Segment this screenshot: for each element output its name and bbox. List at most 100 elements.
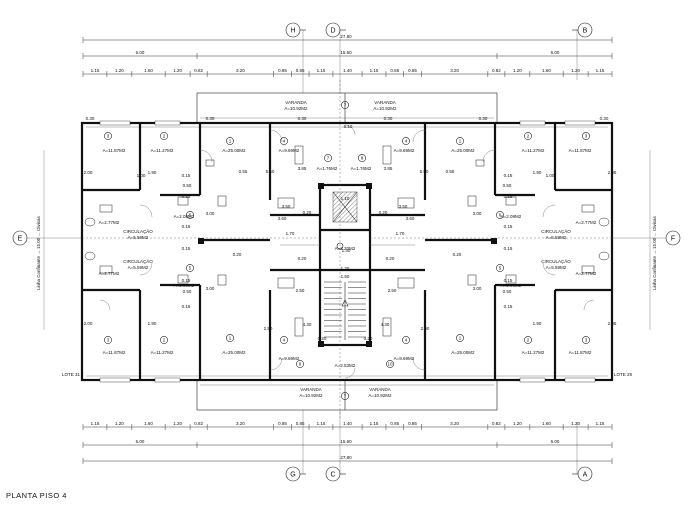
svg-text:4: 4 bbox=[283, 139, 286, 144]
area-tr3: A=25.00M2 bbox=[451, 148, 475, 153]
circ-l2-area: A=5.59M2 bbox=[128, 265, 149, 270]
dim-chain-top-9: 1.40 bbox=[343, 68, 352, 73]
dim-chain-top-18: 1.15 bbox=[596, 68, 605, 73]
dim-chain-top-1: 1.20 bbox=[115, 68, 124, 73]
dim-note: 2.90 bbox=[421, 326, 430, 331]
axis-b-label: B bbox=[583, 28, 588, 35]
dim-note: 0.20 bbox=[379, 210, 388, 215]
core-stairs-elevator bbox=[324, 80, 366, 420]
room-number-9: 9 bbox=[296, 360, 304, 368]
dim-note: 3.00 bbox=[206, 211, 215, 216]
dim-chain-top-16: 1.60 bbox=[542, 68, 551, 73]
room-number-3: 3 bbox=[582, 132, 590, 140]
dim-chain-top-6: 0.85 bbox=[278, 68, 287, 73]
property-line-left: Linha Confinante → 15.00 ← Divisas bbox=[36, 215, 41, 290]
interior-walls bbox=[82, 123, 612, 380]
dim-note: 0.30 bbox=[298, 116, 307, 121]
core-area-2: A=1.76M2 bbox=[351, 166, 372, 171]
dim-note: 0.20 bbox=[386, 256, 395, 261]
axis-c-marker: C bbox=[325, 466, 346, 482]
room-number-3: 3 bbox=[582, 336, 590, 344]
dim-note: 1.70 bbox=[286, 231, 295, 236]
property-line-right: Linha Confinante → 15.00 ← Divisas bbox=[652, 215, 657, 290]
svg-text:6: 6 bbox=[189, 213, 192, 218]
door-swings bbox=[99, 124, 595, 379]
area-tl2: A=11.27M2 bbox=[151, 148, 174, 153]
circ-l2-label: CIRCULAÇÃO bbox=[123, 258, 153, 264]
svg-text:1: 1 bbox=[459, 139, 462, 144]
balconies: VARANDA A=10.92M2 VARANDA A=10.92M2 VARA… bbox=[196, 92, 498, 411]
dim-chain-top-2: 1.60 bbox=[144, 68, 153, 73]
dim-center-top: 15.60 bbox=[340, 50, 352, 55]
dim-note: 1.50 bbox=[341, 274, 350, 279]
dim-chain-top-8: 1.15 bbox=[317, 68, 326, 73]
dim-note: 0.15 bbox=[182, 173, 191, 178]
dim-note: 0.15 bbox=[504, 173, 513, 178]
room-number-5: 5 bbox=[496, 264, 504, 272]
dim-chain-top-15: 1.20 bbox=[513, 68, 522, 73]
room-number-2: 2 bbox=[160, 336, 168, 344]
core-area-4: A=2.20M2 bbox=[335, 246, 356, 251]
circ-l1-area: A=5.59M2 bbox=[128, 235, 149, 240]
room-number-5: 5 bbox=[186, 264, 194, 272]
room-number-1: 1 bbox=[456, 137, 464, 145]
room-number-1: 1 bbox=[226, 334, 234, 342]
area-bl3: A=25.00M2 bbox=[222, 350, 246, 355]
axis-c-label: C bbox=[330, 472, 335, 479]
axis-d-label: D bbox=[330, 28, 335, 35]
varanda-tr-label: VARANDA bbox=[374, 100, 395, 105]
side-property-lines: Linha Confinante → 15.00 ← Divisas Linha… bbox=[36, 150, 657, 330]
dim-note: 3.00 bbox=[473, 286, 482, 291]
room-number-6: 6 bbox=[186, 211, 194, 219]
area-br2: A=11.27M2 bbox=[522, 350, 545, 355]
dim-chain-bottom-11: 0.85 bbox=[390, 421, 399, 426]
dim-note: 1.70 bbox=[396, 231, 405, 236]
dim-chain-top-12: 0.85 bbox=[408, 68, 417, 73]
circ-r1-label: CIRCULAÇÃO bbox=[541, 228, 571, 234]
svg-text:1: 1 bbox=[229, 336, 232, 341]
dim-right-bottom: 6.00 bbox=[551, 439, 560, 444]
dim-note: 1.90 bbox=[533, 321, 542, 326]
wc-l2-area: A=2.77M2 bbox=[99, 271, 120, 276]
dim-note: 2.00 bbox=[84, 170, 93, 175]
dim-note: 0.20 bbox=[298, 256, 307, 261]
dim-chain-bottom-2: 1.60 bbox=[144, 421, 153, 426]
svg-text:7: 7 bbox=[327, 156, 330, 161]
axis-markers: H D B G C A E F bbox=[12, 22, 681, 482]
dim-left-bottom: 6.00 bbox=[136, 439, 145, 444]
dim-chain-bottom-7: 0.85 bbox=[296, 421, 305, 426]
varanda-bl-area: A=10.92M2 bbox=[299, 393, 323, 398]
room-number-3: 3 bbox=[104, 336, 112, 344]
area-tl1: A=11.87M2 bbox=[103, 148, 126, 153]
dim-chain-bottom-5: 3.20 bbox=[236, 421, 245, 426]
dim-note: 2.90 bbox=[264, 326, 273, 331]
area-bl4: A=9.69M2 bbox=[279, 356, 300, 361]
dim-note: 3.85 bbox=[298, 166, 307, 171]
dim-note: 0.15 bbox=[504, 224, 513, 229]
dim-note: 0.15 bbox=[504, 246, 513, 251]
room-number-10: 10 bbox=[386, 360, 394, 368]
room-number-2: 2 bbox=[160, 132, 168, 140]
dim-chain-bottom-1: 1.20 bbox=[115, 421, 124, 426]
svg-text:5: 5 bbox=[189, 266, 192, 271]
dim-note: 0.30 bbox=[384, 116, 393, 121]
axis-a-label: A bbox=[583, 472, 588, 479]
dim-note: 0.15 bbox=[504, 194, 513, 199]
circ-r1-area: A=5.59M2 bbox=[546, 235, 567, 240]
dim-note: 3.85 bbox=[384, 166, 393, 171]
dim-note: 0.20 bbox=[318, 336, 327, 341]
axis-g-label: G bbox=[290, 472, 295, 479]
lote-right-label: LOTE 29 bbox=[614, 372, 633, 377]
dim-chain-bottom-18: 1.15 bbox=[596, 421, 605, 426]
circ-l1-label: CIRCULAÇÃO bbox=[123, 228, 153, 234]
dim-note: 1.90 bbox=[148, 170, 157, 175]
bathroom-fixtures bbox=[84, 145, 610, 337]
dim-note: 4.30 bbox=[303, 322, 312, 327]
svg-text:9: 9 bbox=[299, 362, 302, 367]
axis-f-marker: F bbox=[665, 230, 681, 246]
dim-note: 0.15 bbox=[182, 278, 191, 283]
axis-e-label: E bbox=[18, 236, 23, 243]
axis-h-marker: H bbox=[285, 22, 306, 38]
